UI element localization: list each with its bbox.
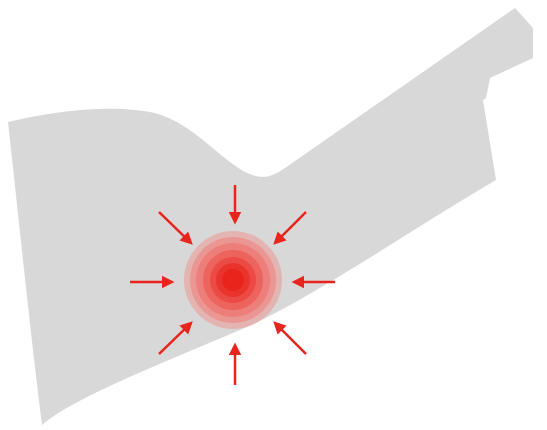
pain-focus <box>184 231 282 329</box>
limb-shape <box>8 8 533 425</box>
pain-core <box>222 269 244 291</box>
arrow-bottom-right-icon <box>275 323 306 354</box>
